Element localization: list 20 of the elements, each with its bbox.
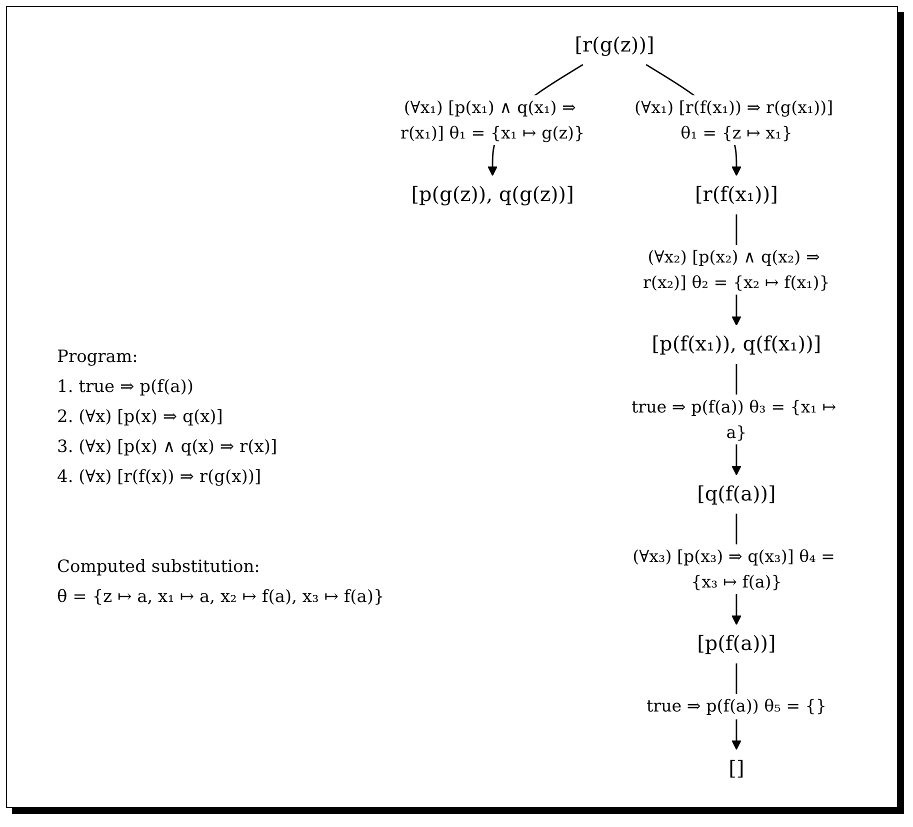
edge-label: (∀x₁) [r(f(x₁)) ⇒ r(g(x₁))] θ₁ = {z ↦ x₁} <box>634 97 834 142</box>
node-text: [p(g(z)), q(g(z))] <box>411 183 574 207</box>
edge-label: true ⇒ p(f(a)) θ₃ = {x₁ ↦ a} <box>631 396 836 442</box>
formula-text: 4. (∀x) [r(f(x)) ⇒ r(g(x))] <box>57 467 262 487</box>
node-text: [r(g(z))] <box>574 34 654 57</box>
node-text: [p(f(x₁)), q(f(x₁))] <box>652 332 822 356</box>
heading-text: Program: <box>57 347 139 367</box>
formula-text: 2. (∀x) [p(x) ⇒ q(x)] <box>57 407 224 427</box>
formula-text: θ = {z ↦ a, x₁ ↦ a, x₂ ↦ f(a), x₃ ↦ f(a)} <box>57 587 386 607</box>
edge-label: true ⇒ p(f(a)) θ₅ = {} <box>646 696 826 716</box>
heading-text: Computed substitution: <box>57 557 261 577</box>
node-text: [p(f(a))] <box>697 632 776 656</box>
edge-label: (∀x₃) [p(x₃) ⇒ q(x₃)] θ₄ = {x₃ ↦ f(a)} <box>632 546 835 592</box>
edge-label: (∀x₁) [p(x₁) ∧ q(x₁) ⇒ r(x₁)] θ₁ = {x₁ ↦ g(z)} <box>400 97 585 142</box>
node-text: [r(f(x₁))] <box>695 183 778 207</box>
node-text: [] <box>728 757 744 780</box>
edge-label: (∀x₂) [p(x₂) ∧ q(x₂) ⇒ r(x₂)] θ₂ = {x₂ ↦ f(x₁)} <box>643 247 830 292</box>
node-text: [q(f(a))] <box>697 482 776 506</box>
formula-text: 3. (∀x) [p(x) ∧ q(x) ⇒ r(x)] <box>57 437 278 457</box>
formula-text: 1. true ⇒ p(f(a)) <box>57 377 194 397</box>
